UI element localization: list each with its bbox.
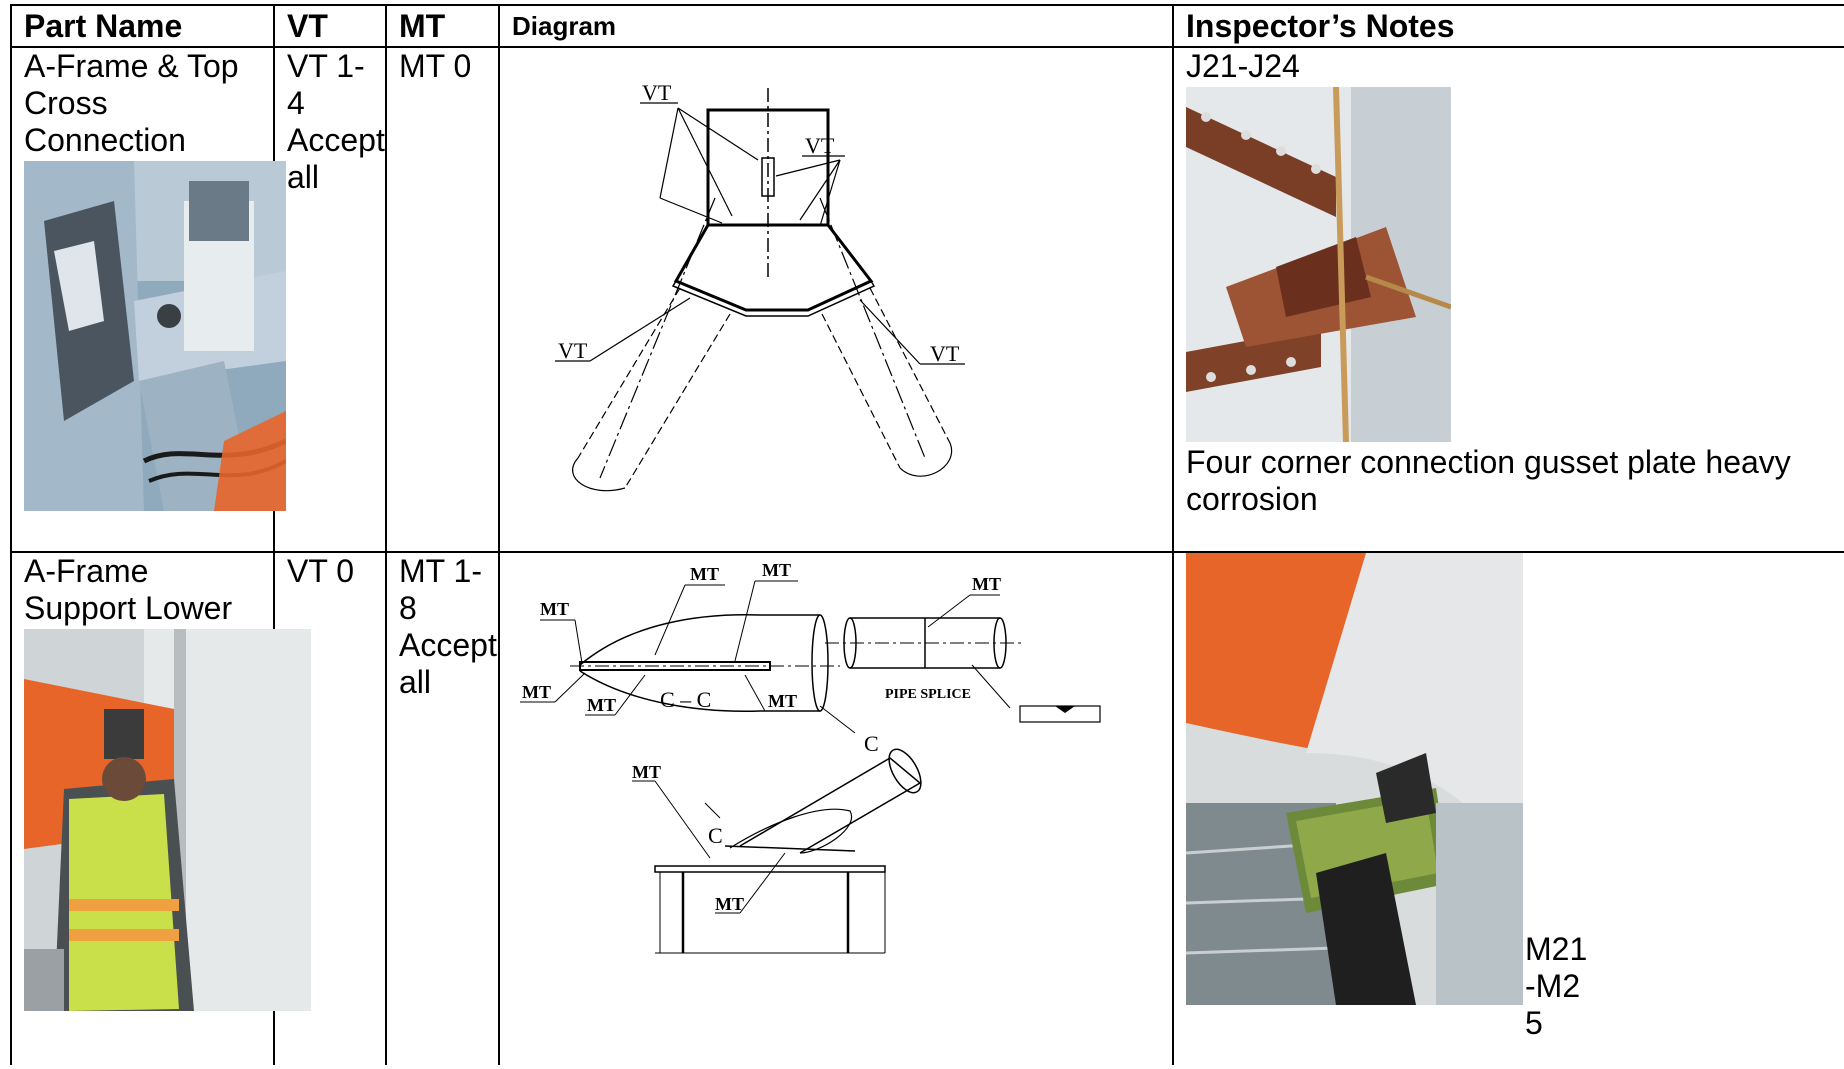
diagram-cell: VT VT VT VT — [498, 46, 1174, 553]
mt-cell: MT 1-8 Accept all — [385, 551, 500, 1065]
part-name-cell: A-Frame & Top Cross Connection — [10, 46, 286, 553]
diagram-label-mt: MT — [690, 564, 719, 584]
mt-text: MT 0 — [399, 48, 472, 84]
notes-cell: J21-J24 — [1172, 46, 1844, 553]
mt-text: MT 1-8 Accept all — [399, 553, 497, 700]
diagram-label-mt: MT — [540, 599, 569, 619]
diagram-label-mt: MT — [715, 894, 744, 914]
corrosion-photo — [1186, 87, 1832, 442]
diagram-label-mt: MT — [632, 762, 661, 782]
part-name-cell: A-Frame Support Lower — [10, 551, 311, 1065]
diagram-label-mt: MT — [587, 695, 616, 715]
vt-text: VT 0 — [287, 553, 354, 589]
header-diagram: Diagram — [498, 4, 1174, 48]
pipe-splice-label: PIPE SPLICE — [885, 687, 971, 702]
header-vt: VT — [273, 4, 387, 48]
part-name-text: A-Frame Support Lower — [24, 553, 233, 626]
diagram-cell: MT MT MT MT MT MT C – C — [498, 551, 1174, 1065]
table-row: A-Frame Support Lower — [10, 551, 1844, 1065]
notes-description: Four corner connection gusset plate heav… — [1186, 444, 1791, 517]
section-c-label: C — [864, 731, 879, 756]
aframe-top-diagram: VT VT VT VT — [500, 48, 1172, 551]
diagram-label-mt: MT — [522, 682, 551, 702]
notes-cell: M21-M25 — [1172, 551, 1844, 1065]
header-mt: MT — [385, 4, 500, 48]
part-name-text: A-Frame & Top Cross Connection — [24, 48, 239, 158]
diagram-label-mt: MT — [762, 560, 791, 580]
aframe-lower-photo — [24, 629, 311, 1011]
diagram-label-mt: MT — [768, 691, 797, 711]
inspection-table: Part Name VT MT Diagram Inspector’s Note… — [10, 4, 1844, 1065]
header-notes: Inspector’s Notes — [1172, 4, 1844, 48]
aframe-top-photo — [24, 161, 286, 511]
notes-photo-row: M21-M25 — [1186, 553, 1832, 1041]
header-row: Part Name VT MT Diagram Inspector’s Note… — [10, 4, 1844, 48]
mt-test-photo — [1186, 553, 1523, 1005]
vt-text: VT 1-4 Accept all — [287, 48, 385, 195]
notes-ref-text: J21-J24 — [1186, 48, 1300, 84]
header-part-name: Part Name — [10, 4, 275, 48]
diagram-label-mt: MT — [972, 574, 1001, 594]
diagram-label-vt: VT — [642, 80, 672, 105]
diagram-label-vt: VT — [930, 341, 960, 366]
vt-cell: VT 1-4 Accept all — [273, 46, 387, 553]
section-c-label: C — [708, 823, 723, 848]
notes-ref-inline: M21-M25 — [1525, 931, 1588, 1041]
section-label: C – C — [660, 687, 711, 712]
table-row: A-Frame & Top Cross Connection — [10, 46, 1844, 553]
mt-cell: MT 0 — [385, 46, 500, 553]
diagram-label-vt: VT — [805, 133, 835, 158]
diagram-label-vt: VT — [558, 338, 588, 363]
aframe-lower-diagram: MT MT MT MT MT MT C – C — [500, 553, 1172, 1065]
